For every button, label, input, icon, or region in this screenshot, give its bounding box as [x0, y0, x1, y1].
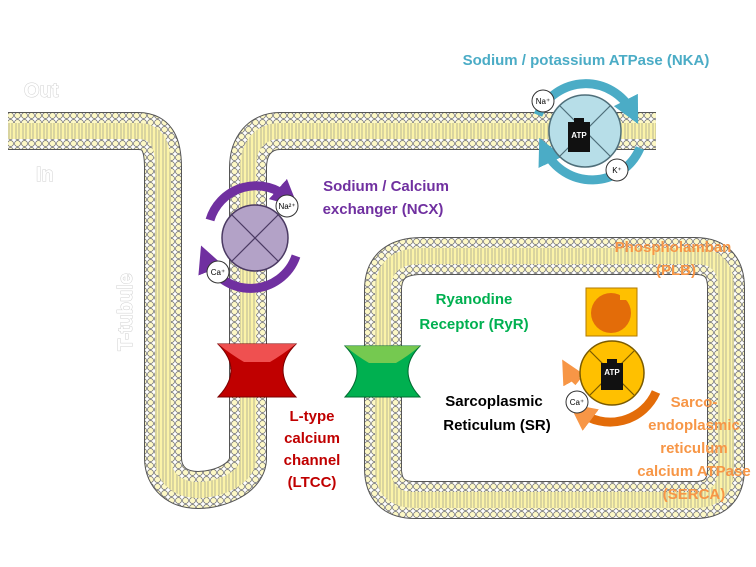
- phospholamban: [585, 287, 638, 337]
- t-tubule-label: T-tubule: [115, 273, 137, 351]
- nka-pump: ATP Na⁺ K⁺: [531, 79, 645, 185]
- ltcc-label-line4: (LTCC): [288, 474, 337, 491]
- sr-label-line2: Reticulum (SR): [443, 417, 551, 434]
- ncx-arrow-top: [205, 178, 299, 222]
- ltcc-label-line2: calcium: [284, 430, 340, 447]
- svg-text:Ca⁺: Ca⁺: [570, 398, 584, 407]
- serca-pump: ATP Ca⁺: [562, 340, 661, 431]
- svg-text:Ca⁺: Ca⁺: [211, 268, 225, 277]
- nka-k-ion: [605, 158, 629, 182]
- nka-na-ion: [531, 89, 555, 113]
- ltcc-label-line3: channel: [284, 452, 341, 469]
- serca-atp-battery-icon: [601, 363, 623, 390]
- serca-label-line4: calcium ATPase: [637, 463, 750, 480]
- sr-label-line1: Sarcoplasmic: [445, 393, 543, 410]
- svg-text:K⁺: K⁺: [612, 166, 622, 175]
- ltcc-channel: [216, 343, 298, 398]
- plb-label-line1: Phospholamban: [615, 239, 732, 256]
- plb-label-line2: (PLB): [656, 262, 696, 279]
- svg-text:ATP: ATP: [571, 131, 587, 140]
- serca-label-line5: (SERCA): [663, 486, 726, 503]
- in-label: In: [36, 164, 54, 186]
- plb-protein-icon: [591, 293, 631, 333]
- serca-label-line3: reticulum: [660, 440, 728, 457]
- out-label: Out: [24, 80, 59, 102]
- ncx-label-line2: exchanger (NCX): [323, 201, 444, 218]
- svg-text:Na⁺: Na⁺: [536, 97, 550, 106]
- serca-arrow-top: [562, 359, 585, 387]
- svg-text:Na²⁺: Na²⁺: [278, 202, 295, 211]
- ncx-exchanger: Na²⁺ Ca⁺: [198, 178, 301, 293]
- serca-label-line2: endoplasmic: [648, 417, 740, 434]
- serca-arrow-bottom: [569, 390, 661, 431]
- svg-text:ATP: ATP: [604, 368, 620, 377]
- nka-arrow-bottom: [538, 137, 645, 185]
- ncx-na-ion: [275, 194, 299, 218]
- ryr-channel: [343, 345, 422, 398]
- ncx-label-line1: Sodium / Calcium: [323, 178, 449, 195]
- ncx-ca-ion: [206, 260, 230, 284]
- atp-battery-icon: [568, 122, 590, 152]
- ltcc-label-line1: L-type: [290, 408, 335, 425]
- ryr-label-line2: Receptor (RyR): [419, 316, 528, 333]
- ryr-label-line1: Ryanodine: [436, 291, 513, 308]
- sarcolemma-membrane: [8, 112, 656, 509]
- serca-label-line1: Sarco-: [671, 394, 718, 411]
- nka-title: Sodium / potassium ATPase (NKA): [463, 52, 710, 69]
- serca-ca-ion: [565, 390, 589, 414]
